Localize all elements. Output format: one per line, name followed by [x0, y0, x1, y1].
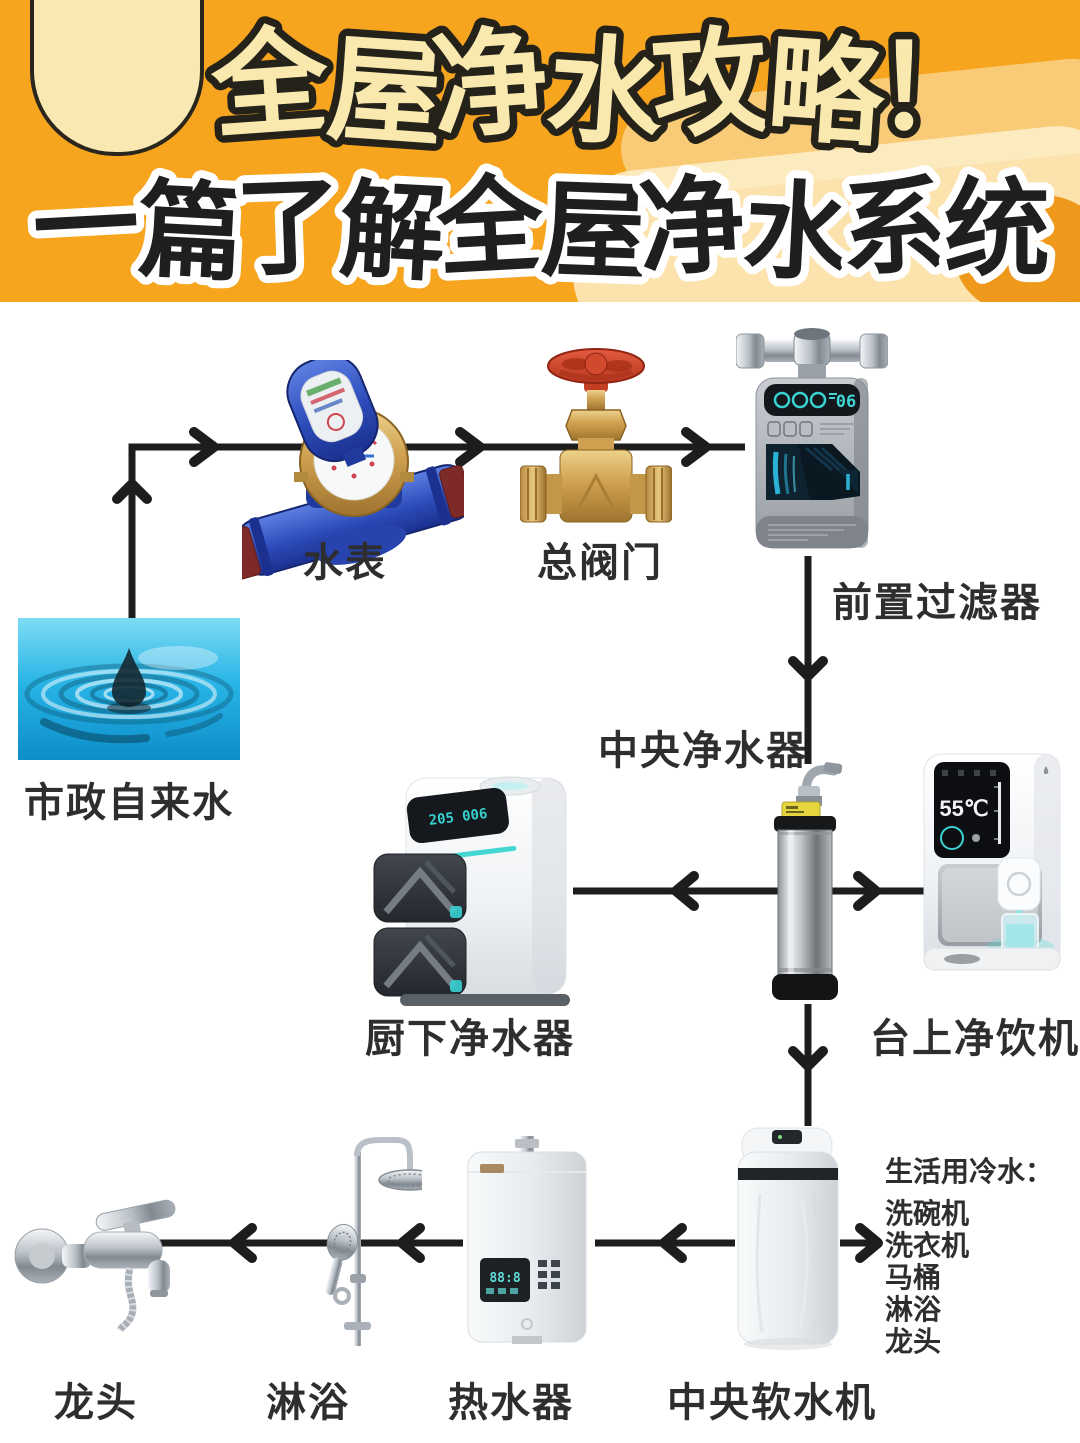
- water-meter-illustration: [242, 360, 464, 580]
- title-line-2-text: 一篇了解全屋净水系统: [30, 166, 1048, 295]
- node-countertop-dispenser: 55℃: [918, 752, 1066, 984]
- cold-water-item: 洗碗机: [885, 1198, 970, 1229]
- main-valve-label: 总阀门: [537, 541, 663, 585]
- under-sink-display-value: 205 006: [428, 806, 489, 829]
- node-pre-filter: 06: [736, 320, 888, 562]
- pre-filter-display-value: 06: [836, 392, 856, 412]
- cold-water-list: 洗碗机洗衣机马桶淋浴龙头: [885, 1198, 1080, 1358]
- title-line-1-text: 全屋净水攻略！: [207, 15, 985, 161]
- main-valve-illustration: [520, 348, 672, 523]
- arrow-right-icon: [189, 427, 219, 467]
- under-sink-purifier-illustration: 205 006: [373, 776, 570, 1006]
- node-main-valve: [520, 336, 672, 542]
- node-under-sink-purifier: 205 006: [362, 766, 580, 1012]
- cold-water-item: 马桶: [885, 1262, 942, 1293]
- node-shower: [276, 1136, 422, 1354]
- under-sink-purifier-label: 厨下净水器: [365, 1017, 575, 1061]
- heater-display: 88:8: [489, 1271, 520, 1286]
- central-purifier-label: 中央净水器: [598, 729, 808, 773]
- node-water-meter: [242, 360, 464, 602]
- dispenser-temp-display: 55℃: [939, 796, 988, 821]
- node-central-purifier: [768, 758, 848, 1006]
- arrow-right-icon: [853, 871, 881, 911]
- node-faucet: [12, 1182, 192, 1332]
- arrow-left-icon: [229, 1223, 257, 1263]
- cold-water-title: 生活用冷水：: [885, 1156, 1054, 1187]
- arrow-right-icon: [455, 427, 485, 467]
- water-heater-label: 热水器: [448, 1381, 574, 1425]
- cold-water-item: 洗衣机: [885, 1230, 970, 1261]
- arrow-right-icon: [855, 1223, 883, 1263]
- countertop-dispenser-label: 台上净饮机: [870, 1017, 1080, 1061]
- central-purifier-illustration: [772, 762, 843, 1000]
- countertop-dispenser-illustration: 55℃: [923, 753, 1061, 971]
- node-municipal-water: [18, 618, 240, 760]
- header-banner: 全屋净水攻略！ 一篇了解全屋净水系统: [0, 0, 1080, 302]
- arrow-left-icon: [397, 1223, 425, 1263]
- water-meter-label: 水表: [303, 541, 387, 585]
- faucet-label: 龙头: [54, 1381, 138, 1425]
- cold-water-item: 淋浴: [885, 1294, 942, 1325]
- water-heater-illustration: 88:8: [467, 1136, 587, 1344]
- node-water-heater: 88:8: [456, 1136, 598, 1348]
- pre-filter-illustration: 06: [736, 328, 888, 549]
- arrow-left-icon: [671, 871, 699, 911]
- title-line-1: 全屋净水攻略！: [199, 8, 998, 169]
- decorative-pill-shape: [30, 0, 204, 156]
- shower-illustration: [325, 1137, 422, 1346]
- arrow-left-icon: [659, 1223, 687, 1263]
- cold-water-item: 龙头: [885, 1326, 942, 1357]
- title-line-2: 一篇了解全屋净水系统: [22, 158, 1061, 302]
- arrow-down-icon: [788, 1046, 828, 1071]
- water-softener-label: 中央软水机: [667, 1381, 877, 1425]
- municipal-water-label: 市政自来水: [24, 781, 234, 825]
- municipal-water-image: [18, 618, 240, 760]
- cold-water-uses: 生活用冷水： 洗碗机洗衣机马桶淋浴龙头: [885, 1150, 1080, 1358]
- arrow-up-icon: [112, 479, 152, 504]
- pipe-main-inlet: [128, 443, 745, 618]
- faucet-illustration: [14, 1199, 176, 1332]
- water-softener-illustration: [737, 1127, 839, 1350]
- arrow-right-icon: [681, 427, 711, 467]
- arrow-down-icon: [788, 656, 828, 681]
- shower-label: 淋浴: [266, 1381, 350, 1425]
- pre-filter-label: 前置过滤器: [832, 581, 1042, 625]
- node-water-softener: [730, 1122, 848, 1352]
